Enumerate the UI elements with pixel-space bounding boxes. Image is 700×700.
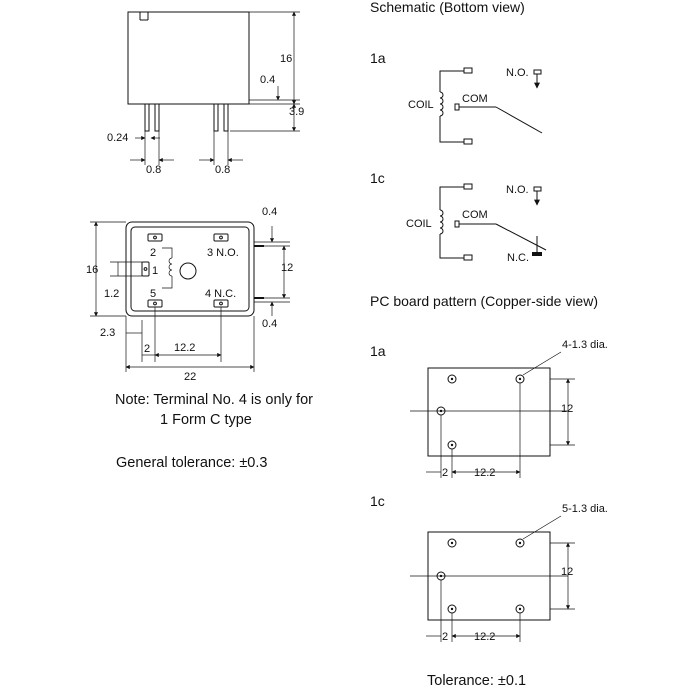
schematic-1a-no: N.O. bbox=[506, 67, 529, 79]
pcb-1a-outline bbox=[427, 367, 551, 457]
pcb-1a-holes bbox=[436, 374, 525, 450]
dim-side-pin-length: 3.9 bbox=[289, 106, 304, 118]
terminal-2-label: 2 bbox=[150, 247, 156, 259]
dim-bottom-bottom-gap: 0.4 bbox=[262, 318, 277, 330]
pcb-1c-label: 1c bbox=[370, 493, 385, 509]
bottom-view: 2 3 N.O. 1 5 4 N.C. 0.4 12 0.4 16 bbox=[86, 206, 293, 383]
pcb-1a-dim-2: 2 bbox=[442, 467, 448, 479]
note-line-1: Note: Terminal No. 4 is only for bbox=[115, 392, 313, 408]
dim-bottom-top-gap: 0.4 bbox=[262, 206, 277, 218]
terminal-1-label: 1 bbox=[152, 265, 158, 277]
terminal-3-label: 3 N.O. bbox=[207, 247, 239, 259]
side-view: 16 0.4 3.9 0.24 0.8 0.8 bbox=[107, 11, 304, 176]
schematic-1c-nc: N.C. bbox=[507, 252, 529, 264]
schematic-1c-coil: COIL bbox=[406, 218, 432, 230]
side-pins bbox=[144, 103, 229, 132]
dim-bottom-edge: 2.3 bbox=[100, 327, 115, 339]
dim-bottom-pin-pitch: 12 bbox=[281, 262, 293, 274]
schematic-heading: Schematic (Bottom view) bbox=[370, 0, 525, 15]
terminal-5-label: 5 bbox=[150, 288, 156, 300]
dim-bottom-pitch-12-2: 12.2 bbox=[174, 342, 195, 354]
schematic-1a-com: COM bbox=[462, 93, 488, 105]
dim-side-pin-gap: 0.4 bbox=[260, 74, 275, 86]
dim-side-pin-thickness: 0.24 bbox=[107, 132, 128, 144]
pcb-pattern-1a: 1a 4-1.3 dia. 12 2 12.2 bbox=[370, 339, 608, 479]
pcb-1a-dim-h: 12.2 bbox=[474, 467, 495, 479]
schematic-1c-nc-contact bbox=[532, 252, 542, 256]
relay-body-side bbox=[127, 11, 250, 105]
pcb-heading: PC board pattern (Copper-side view) bbox=[370, 293, 598, 309]
note-line-2: 1 Form C type bbox=[160, 412, 252, 428]
pcb-tolerance: Tolerance: ±0.1 bbox=[427, 673, 526, 689]
dim-bottom-pitch-2: 2 bbox=[144, 343, 150, 355]
dim-side-pin-width-1: 0.8 bbox=[146, 164, 161, 176]
pcb-pattern-1c: 1c 5-1.3 dia. 12 2 12.2 bbox=[370, 493, 608, 643]
pcb-1c-dim-v: 12 bbox=[561, 566, 573, 578]
dim-bottom-height: 16 bbox=[86, 264, 98, 276]
schematic-1c-com: COM bbox=[462, 209, 488, 221]
terminal-4-label: 4 N.C. bbox=[205, 288, 236, 300]
pcb-1c-dim-2: 2 bbox=[442, 631, 448, 643]
schematic-1c: 1c COIL COM N.O. N.C. bbox=[370, 170, 547, 264]
schematic-1a-label: 1a bbox=[370, 50, 386, 66]
pcb-1a-label: 1a bbox=[370, 343, 386, 359]
dim-bottom-left-offset: 1.2 bbox=[104, 288, 119, 300]
schematic-1a-coil: COIL bbox=[408, 99, 434, 111]
pcb-1a-holes-label: 4-1.3 dia. bbox=[562, 339, 608, 351]
pcb-1c-holes-label: 5-1.3 dia. bbox=[562, 503, 608, 515]
schematic-1c-label: 1c bbox=[370, 170, 385, 186]
internal-coil-symbol bbox=[162, 247, 197, 289]
relay-body-bottom bbox=[125, 221, 255, 317]
schematic-1c-no: N.O. bbox=[506, 184, 529, 196]
dim-side-height: 16 bbox=[280, 53, 292, 65]
dim-bottom-width: 22 bbox=[184, 371, 196, 383]
pcb-1a-dim-v: 12 bbox=[561, 403, 573, 415]
general-tolerance: General tolerance: ±0.3 bbox=[116, 455, 267, 471]
schematic-1a: 1a COIL COM N.O. bbox=[370, 50, 543, 145]
dim-side-pin-width-2: 0.8 bbox=[215, 164, 230, 176]
pcb-1c-dim-h: 12.2 bbox=[474, 631, 495, 643]
